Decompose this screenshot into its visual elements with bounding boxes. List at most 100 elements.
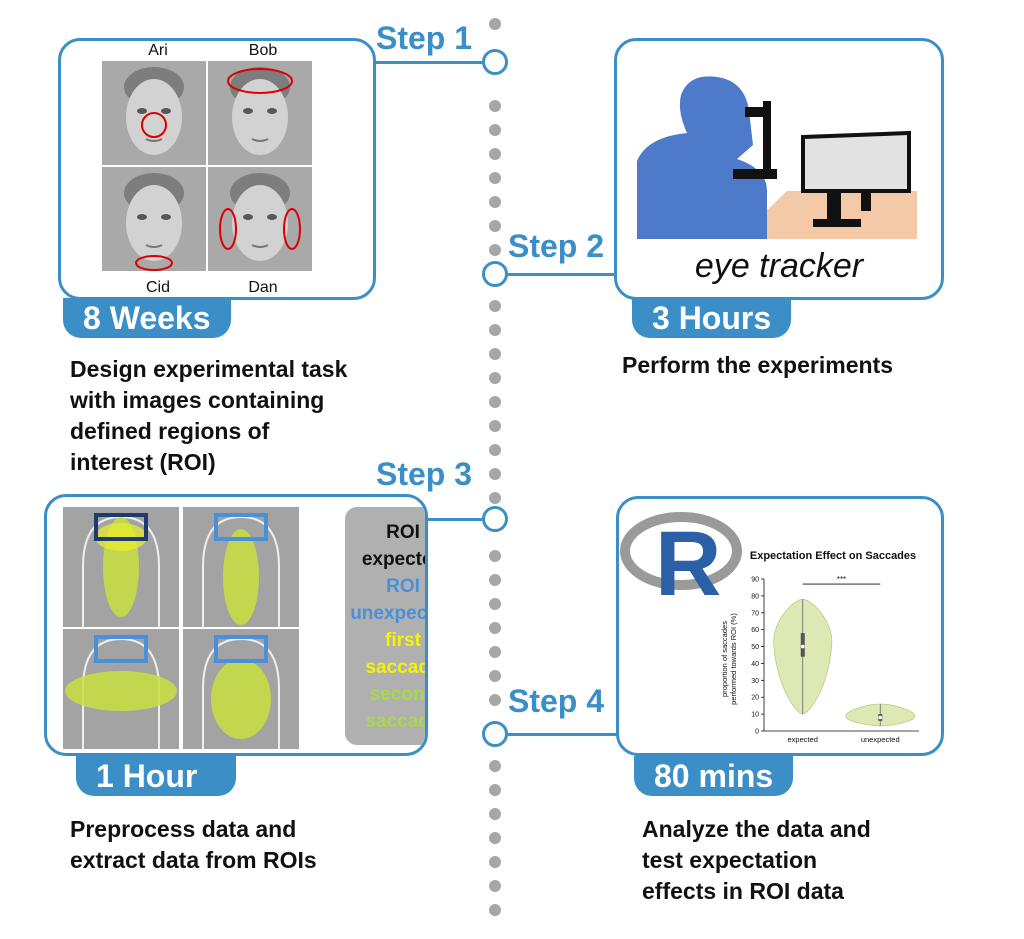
timeline-dot (489, 694, 501, 706)
timeline-dot (489, 444, 501, 456)
timeline-dot (489, 244, 501, 256)
step4-description-line: test expectation (642, 847, 818, 873)
legend-roi-unexpected-line2: unexpected (350, 603, 428, 624)
timeline-dot (489, 396, 501, 408)
significance-label: *** (837, 575, 846, 584)
step4-label: Step 4 (508, 683, 605, 719)
timeline-dot (489, 598, 501, 610)
violin-median (800, 644, 805, 649)
violin-chart: R Expectation Effect on Saccades proport… (620, 512, 919, 744)
eye-tracker-label: eye tracker (694, 247, 864, 285)
timeline-dot (489, 622, 501, 634)
timeline-dot (489, 172, 501, 184)
timeline-dot (489, 904, 501, 916)
timeline-dot (489, 808, 501, 820)
step1-description-line: with images containing (70, 387, 325, 413)
chart-ylabel-line2: performed towards ROI (%) (729, 613, 738, 705)
step2-connector (508, 273, 616, 276)
chart-title: Expectation Effect on Saccades (750, 550, 916, 562)
timeline-dot (489, 372, 501, 384)
face-name-ari: Ari (148, 42, 168, 59)
face-name-dan: Dan (248, 279, 278, 296)
face-name-bob: Bob (248, 42, 278, 59)
step1-duration-badge: 8 Weeks (63, 298, 231, 338)
face-image-cid (102, 167, 206, 271)
step2-description: Perform the experiments (622, 350, 893, 381)
step4-description-line: Analyze the data and (642, 816, 871, 842)
step4-duration-badge: 80 mins (634, 756, 794, 796)
step3-description: Preprocess data and extract data from RO… (70, 814, 317, 876)
timeline-dot (489, 348, 501, 360)
step2-description-line: Perform the experiments (622, 352, 893, 378)
step4-panel: R Expectation Effect on Saccades proport… (616, 496, 944, 756)
step1-connector (374, 61, 482, 64)
timeline-dot (489, 124, 501, 136)
timeline-dot (489, 880, 501, 892)
timeline-dot (489, 220, 501, 232)
timeline-dot (489, 324, 501, 336)
timeline-dot (489, 784, 501, 796)
step3-node (482, 506, 508, 532)
y-tick-label: 90 (751, 577, 759, 584)
timeline-dot (489, 468, 501, 480)
timeline-dot (489, 550, 501, 562)
step2-panel: eye tracker (614, 38, 944, 300)
y-tick-label: 30 (751, 678, 759, 685)
step3-description-line: Preprocess data and (70, 816, 297, 842)
heatmap-expected-bottom (63, 629, 179, 749)
y-tick-label: 70 (751, 610, 759, 617)
heatmap-unexpected-bottom (183, 629, 299, 749)
timeline-dot (489, 760, 501, 772)
legend-first-saccade-line2: saccade (365, 657, 425, 678)
step3-description-line: extract data from ROIs (70, 847, 317, 873)
face-image-bob (208, 61, 312, 165)
step2-node (482, 261, 508, 287)
y-tick-label: 40 (751, 661, 759, 668)
step1-panel: Ari Bob (58, 38, 376, 300)
timeline-dot (489, 670, 501, 682)
x-tick-label: expected (788, 735, 818, 744)
legend-second-saccade-line2: saccade (365, 711, 425, 732)
face-image-ari (102, 61, 206, 165)
timeline-dot (489, 574, 501, 586)
step1-label: Step 1 (376, 20, 473, 56)
legend-roi-unexpected-line1: ROI (386, 576, 420, 597)
step4-connector (508, 733, 620, 736)
timeline-dot (489, 18, 501, 30)
y-tick-label: 0 (755, 729, 759, 736)
eye-tracker-illustration (637, 76, 917, 239)
x-tick-label: unexpected (861, 735, 900, 744)
y-tick-label: 60 (751, 627, 759, 634)
chart-ylabel-line1: proportion of saccades (720, 621, 729, 697)
step4-node (482, 721, 508, 747)
step4-description-line: effects in ROI data (642, 878, 844, 904)
legend-roi-expected-line1: ROI (386, 522, 420, 543)
y-tick-label: 50 (751, 644, 759, 651)
step3-panel: ROI expected ROI unexpected first saccad… (44, 494, 428, 756)
timeline-dot (489, 832, 501, 844)
y-tick-label: 80 (751, 593, 759, 600)
r-logo: R (620, 512, 742, 615)
step1-description: Design experimental task with images con… (70, 354, 347, 478)
y-tick-label: 10 (751, 712, 759, 719)
heatmap-expected-top (63, 507, 179, 627)
timeline-dot (489, 100, 501, 112)
heatmap-unexpected-top (183, 507, 299, 627)
timeline-dot (489, 856, 501, 868)
timeline-dot (489, 646, 501, 658)
face-name-cid: Cid (145, 279, 170, 296)
timeline-dot (489, 196, 501, 208)
timeline-dot (489, 420, 501, 432)
step4-description: Analyze the data and test expectation ef… (642, 814, 871, 907)
timeline-dot (489, 148, 501, 160)
violin-median (878, 715, 883, 720)
timeline-dot (489, 300, 501, 312)
step1-node (482, 49, 508, 75)
step2-label: Step 2 (508, 228, 605, 264)
timeline-dot (489, 492, 501, 504)
face-image-dan (208, 167, 312, 271)
step1-description-line: interest (ROI) (70, 449, 216, 475)
legend-second-saccade-line1: second (369, 684, 425, 705)
step1-description-line: Design experimental task (70, 356, 348, 382)
legend-roi-expected-line2: expected (361, 549, 425, 570)
